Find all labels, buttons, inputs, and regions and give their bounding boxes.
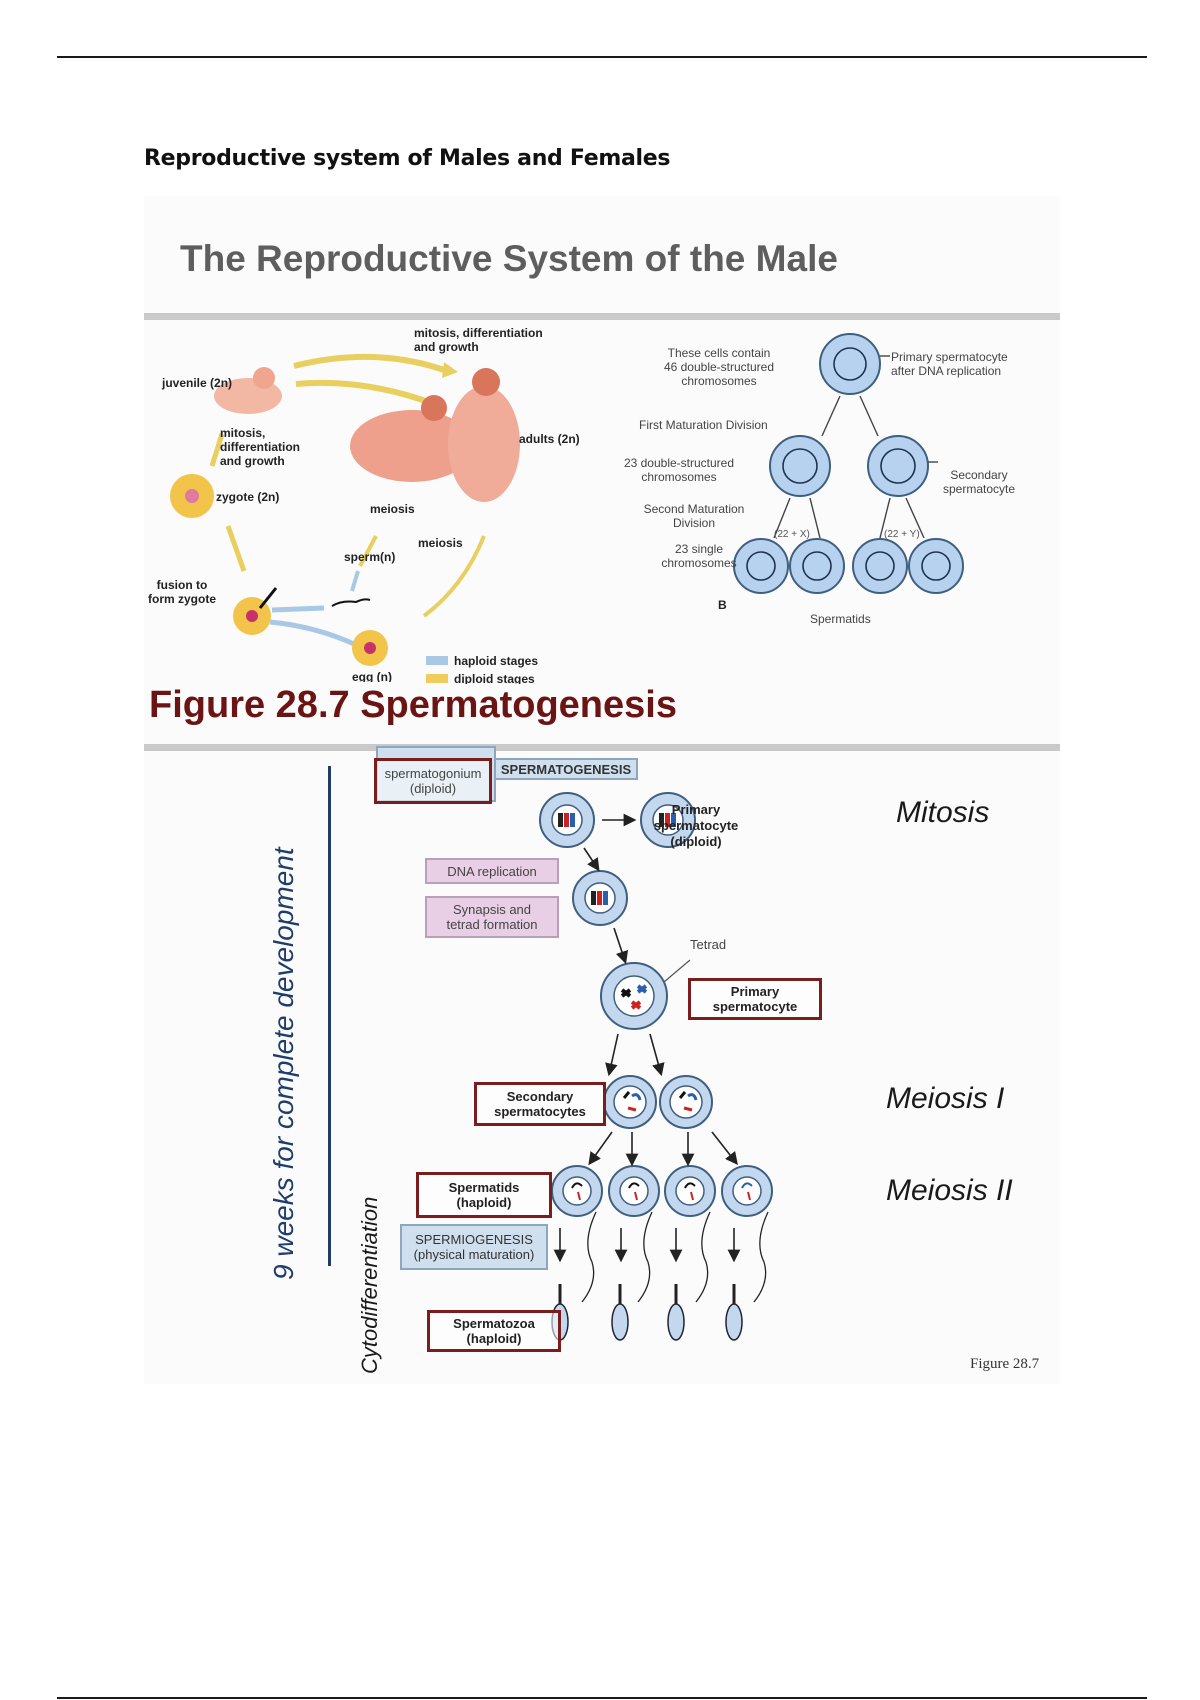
stage-mitosis: Mitosis (896, 796, 990, 829)
spermatogenesis-illustration (539, 792, 773, 1341)
stage-meiosis-i: Meiosis I (886, 1082, 1005, 1115)
spermatid-cell-1 (733, 538, 789, 594)
primary-spermatocyte-box: Primary spermatocyte (688, 978, 822, 1020)
tetrad-pointer (663, 959, 691, 983)
division-line (773, 497, 791, 539)
egg-nucleus (364, 642, 376, 654)
figure-title: Figure 28.7 Spermatogenesis (149, 684, 677, 726)
label-panel-b: B (718, 598, 727, 612)
zygote-nucleus (185, 489, 199, 503)
life-cycle-diagram: mitosis, differentiation and growth juve… (144, 326, 614, 684)
label-spermatids: Spermatids (810, 612, 871, 626)
primary-spermatocyte-cell (819, 333, 881, 395)
legend-diploid: diploid stages (454, 672, 535, 684)
spermatogonium-label: spermatogonium (diploid) (374, 758, 492, 804)
legend-swatch-diploid (426, 674, 448, 683)
label-22-y: (22 + Y) (884, 529, 920, 540)
label-meiosis-2: meiosis (418, 536, 463, 550)
synapsis-box: Synapsis and tetrad formation (425, 896, 559, 938)
adult-female-head (472, 368, 500, 396)
spermatozoa (551, 1284, 743, 1341)
sperm-tails (581, 1211, 769, 1303)
label-juvenile: juvenile (2n) (162, 376, 233, 390)
sperm-fusion-arrow (271, 605, 325, 613)
sperm-arrow (350, 570, 360, 592)
secondary-spermatocyte-cell-left (769, 435, 831, 497)
meiosis-arrow-female (422, 535, 486, 618)
label-first-maturation-division: First Maturation Division (639, 418, 768, 432)
spermatid-cell-2 (789, 538, 845, 594)
adult-male-head (421, 395, 447, 421)
label-sperm: sperm(n) (344, 550, 396, 564)
zygote-juvenile-arrow (209, 433, 225, 467)
egg-fusion-arrow (269, 619, 356, 647)
adult-male-figure (350, 410, 474, 482)
growth-arrow-2 (295, 379, 436, 407)
sperm-cell (331, 598, 371, 607)
label-mitosis-left: mitosis, differentiation and growth (220, 426, 300, 468)
primary-spermatocyte-diploid-label: Primary spermatocyte (diploid) (653, 802, 739, 849)
dna-replication-box: DNA replication (425, 858, 559, 884)
division-line (859, 395, 879, 437)
tetrad-label: Tetrad (690, 937, 727, 952)
maturation-division-diagram: These cells contain 46 double-structured… (614, 326, 1060, 684)
header-rule (57, 56, 1147, 58)
spermatid-cell-4 (908, 538, 964, 594)
slide-male-reproductive-system: The Reproductive System of the Male (144, 196, 1060, 684)
flow-arrows (553, 813, 741, 1263)
slide-divider (144, 744, 1060, 751)
label-zygote: zygote (2n) (216, 490, 280, 504)
duration-bar (328, 766, 331, 1266)
fusion-nucleus (246, 610, 258, 622)
spermiogenesis-box: SPERMIOGENESIS (physical maturation) (400, 1224, 548, 1270)
label-adults: adults (2n) (519, 432, 580, 446)
spermatozoa-box: Spermatozoa (haploid) (427, 1310, 561, 1352)
division-line (905, 497, 925, 539)
fusion-zygote-arrow (225, 525, 247, 572)
spermatid-cell-3 (852, 538, 908, 594)
page-heading: Reproductive system of Males and Females (144, 146, 671, 171)
life-cycle-illustration (170, 353, 520, 683)
label-22-x: (22 + X) (774, 529, 810, 540)
label-mitosis-top: mitosis, differentiation and growth (414, 326, 543, 354)
division-line (879, 497, 891, 539)
maturation-division-illustration (733, 333, 964, 594)
meiosis-arrow-male (358, 535, 378, 567)
secondary-spermatocyte-cell-right (867, 435, 929, 497)
label-secondary-spermatocyte: Secondary spermatocyte (942, 468, 1016, 496)
secondary-spermatocytes-box: Secondary spermatocytes (474, 1082, 606, 1126)
label-meiosis-1: meiosis (370, 502, 415, 516)
sperm-entering (258, 587, 278, 609)
label-23-single: 23 single chromosomes (661, 542, 737, 570)
slide-spermatogenesis: Figure 28.7 Spermatogenesis 9 weeks for … (144, 684, 1060, 1384)
label-second-maturation-division: Second Maturation Division (643, 502, 745, 530)
legend-haploid: haploid stages (454, 654, 539, 668)
spermatogenesis-header: SPERMATOGENESIS (494, 758, 638, 780)
growth-arrow-1 (293, 353, 445, 373)
slide-title: The Reproductive System of the Male (180, 238, 838, 279)
footer-rule (57, 1697, 1147, 1699)
label-primary-spermatocyte: Primary spermatocyte after DNA replicati… (891, 350, 1008, 378)
spermatids-box: Spermatids (haploid) (416, 1172, 552, 1218)
figure-caption: Figure 28.7 (970, 1356, 1040, 1372)
label-fusion: fusion to form zygote (148, 578, 217, 606)
label-23-double: 23 double-structured chromosomes (623, 456, 735, 484)
juvenile-head (253, 367, 275, 389)
label-egg: egg (n) (352, 670, 392, 682)
stage-meiosis-ii: Meiosis II (886, 1174, 1013, 1207)
label-cells-contain: These cells contain 46 double-structured… (663, 346, 775, 388)
chromosomes (558, 813, 753, 1201)
adult-female-figure (448, 386, 520, 502)
slide-divider (144, 313, 1060, 320)
division-line (809, 497, 821, 539)
division-line (821, 395, 841, 437)
legend-swatch-haploid (426, 656, 448, 665)
growth-arrowhead-1 (442, 362, 458, 378)
